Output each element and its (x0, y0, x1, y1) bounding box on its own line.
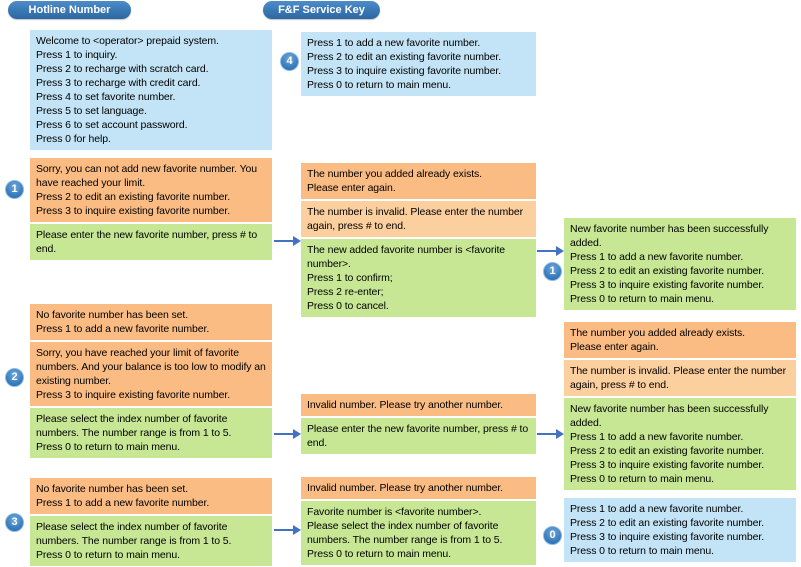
box-ff-number-invalid: The number is invalid. Please enter the … (301, 201, 536, 237)
arrow-head-icon (556, 429, 564, 439)
box-b2-limit-balance: Sorry, you have reached your limit of fa… (30, 342, 272, 406)
box-b3-select-index: Please select the index number of favori… (30, 516, 272, 566)
arrow-head-icon (293, 525, 301, 535)
box-ff-confirm-number: The new added favorite number is <favori… (301, 239, 536, 317)
box-ff-invalid-try-another-1: Invalid number. Please try another numbe… (301, 394, 536, 416)
arrow-shaft (274, 240, 294, 242)
step-badge-right-0: 0 (543, 526, 562, 545)
ff-service-key-label: F&F Service Key (263, 1, 380, 19)
box-r-number-invalid: The number is invalid. Please enter the … (564, 360, 796, 396)
arrow-shaft (537, 250, 557, 252)
box-b1-enter-number: Please enter the new favorite number, pr… (30, 224, 272, 260)
box-r-number-exists: The number you added already exists. Ple… (564, 322, 796, 358)
box-b2-select-index: Please select the index number of favori… (30, 408, 272, 458)
box-success-menu-2: New favorite number has been successfull… (564, 398, 796, 490)
box-return-menu: Press 1 to add a new favorite number. Pr… (564, 498, 796, 562)
arrow-head-icon (556, 246, 564, 256)
step-badge-mid-4: 4 (280, 52, 299, 71)
step-badge-left-2: 2 (5, 368, 24, 387)
box-b1-limit-reached: Sorry, you can not add new favorite numb… (30, 158, 272, 222)
box-success-menu-1: New favorite number has been successfull… (564, 218, 796, 310)
box-ff-invalid-try-another-2: Invalid number. Please try another numbe… (301, 477, 536, 499)
arrow-shaft (274, 433, 294, 435)
box-main-menu: Welcome to <operator> prepaid system. Pr… (30, 30, 272, 150)
box-b2-no-favorite: No favorite number has been set. Press 1… (30, 304, 272, 340)
box-ff-menu: Press 1 to add a new favorite number. Pr… (301, 32, 536, 96)
arrow-shaft (537, 433, 557, 435)
arrow-head-icon (293, 236, 301, 246)
box-b3-no-favorite: No favorite number has been set. Press 1… (30, 478, 272, 514)
hotline-number-label: Hotline Number (8, 1, 131, 19)
step-badge-left-3: 3 (5, 513, 24, 532)
box-ff-number-exists: The number you added already exists. Ple… (301, 163, 536, 199)
arrow-shaft (274, 529, 294, 531)
step-badge-right-1: 1 (543, 262, 562, 281)
box-ff-enter-number: Please enter the new favorite number, pr… (301, 418, 536, 454)
step-badge-left-1: 1 (5, 180, 24, 199)
arrow-head-icon (293, 429, 301, 439)
box-ff-favorite-select-index: Favorite number is <favorite number>. Pl… (301, 501, 536, 565)
